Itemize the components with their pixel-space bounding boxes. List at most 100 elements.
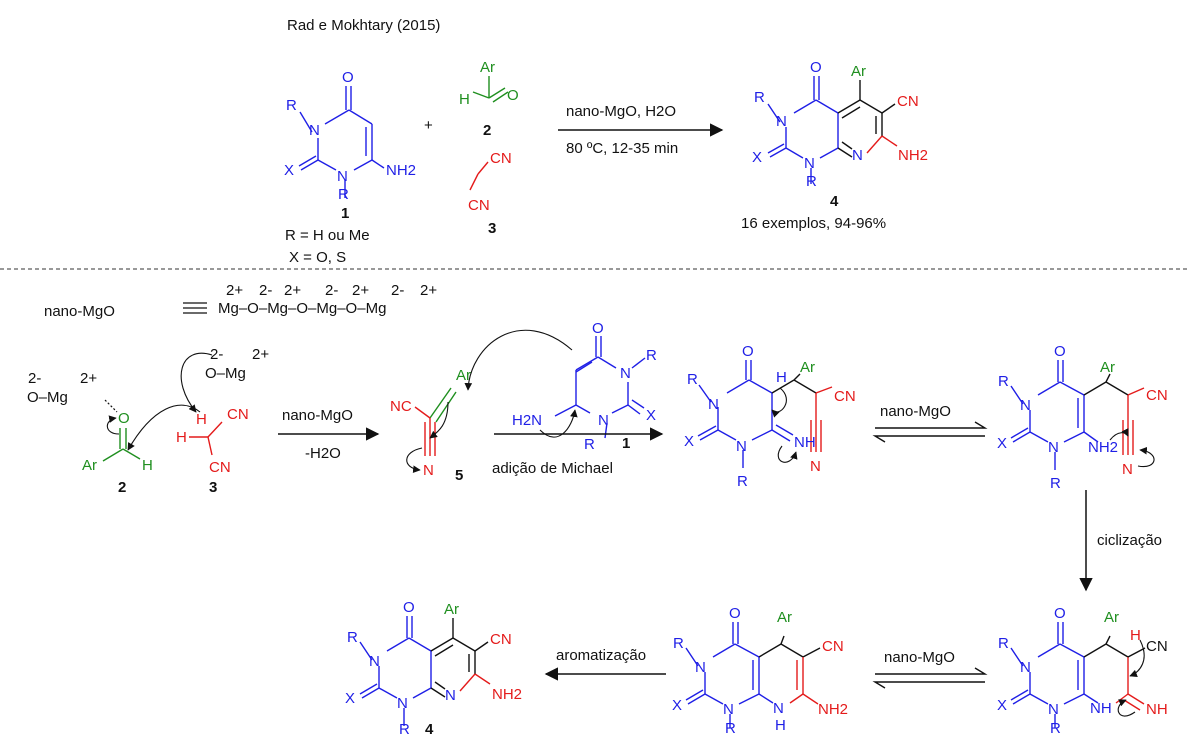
mg-charge: 2+ <box>252 346 269 363</box>
atom-cn: CN <box>490 631 512 648</box>
atom-ar: Ar <box>82 457 97 474</box>
atom-ar: Ar <box>1104 609 1119 626</box>
compound-label-4: 4 <box>425 721 434 738</box>
atom-n: N <box>309 122 320 139</box>
atom-r: R <box>673 635 684 652</box>
atom-h: H <box>459 91 470 108</box>
atom-r: R <box>399 721 410 738</box>
scheme-title: Rad e Mokhtary (2015) <box>287 17 440 34</box>
atom-x: X <box>345 690 355 707</box>
atom-x: X <box>997 435 1007 452</box>
atom-h: H <box>1130 627 1141 644</box>
atom-ar: Ar <box>851 63 866 80</box>
atom-ar: Ar <box>444 601 459 618</box>
compound-label-2: 2 <box>118 479 126 496</box>
atom-nh: NH <box>1146 701 1168 718</box>
atom-n: N <box>1122 461 1133 478</box>
compound-4-bottom: O Ar CN R N X N N NH2 R 4 <box>345 599 522 738</box>
conditions-michael: adição de Michael <box>492 460 613 477</box>
atom-n: N <box>804 155 815 172</box>
atom-r: R <box>286 97 297 114</box>
atom-n: N <box>810 458 821 475</box>
mg-charge: 2+ <box>284 282 301 299</box>
conditions-step1-below: -H2O <box>305 445 341 462</box>
atom-x: X <box>752 149 762 166</box>
atom-n: N <box>445 687 456 704</box>
activated-aldehyde: 2- 2+ O–Mg O Ar H 2 <box>27 370 153 496</box>
atom-n: N <box>852 147 863 164</box>
atom-ar: Ar <box>480 59 495 76</box>
atom-x: X <box>684 433 694 450</box>
atom-n: N <box>620 365 631 382</box>
atom-cn: CN <box>1146 387 1168 404</box>
conditions-aromatization: aromatização <box>556 647 646 664</box>
atom-n: N <box>337 168 348 185</box>
x-definition: X = O, S <box>289 249 346 266</box>
atom-r: R <box>338 186 349 203</box>
equilibrium-arrow-2 <box>872 667 988 689</box>
compound-3-top: CN CN 3 <box>468 150 512 237</box>
atom-ar: Ar <box>1100 359 1115 376</box>
compound-label-2: 2 <box>483 122 491 139</box>
mg-charge: 2+ <box>226 282 243 299</box>
atom-cn: CN <box>490 150 512 167</box>
conditions-top-below: 80 ºC, 12-35 min <box>566 140 678 157</box>
catalyst-chain: Mg–O–Mg–O–Mg–O–Mg <box>218 300 386 317</box>
atom-nh2: NH2 <box>898 147 928 164</box>
conditions-eq-2: nano-MgO <box>884 649 955 666</box>
atom-cn: CN <box>822 638 844 655</box>
o-charge: 2- <box>325 282 338 299</box>
compound-3-mech: H H CN CN 3 <box>127 404 249 496</box>
atom-r: R <box>347 629 358 646</box>
atom-nc: NC <box>390 398 412 415</box>
atom-o: O <box>403 599 415 616</box>
atom-nh2: NH2 <box>818 701 848 718</box>
atom-n: N <box>776 113 787 130</box>
atom-cn: CN <box>468 197 490 214</box>
atom-cn: CN <box>834 388 856 405</box>
atom-nh2: NH2 <box>492 686 522 703</box>
compound-label-4: 4 <box>830 193 839 210</box>
compound-2-top: Ar H O 2 <box>459 59 519 139</box>
o-charge: 2- <box>210 346 223 363</box>
compound-label-5: 5 <box>455 467 463 484</box>
mg-charge: 2+ <box>80 370 97 387</box>
atom-n: N <box>1048 439 1059 456</box>
o-charge: 2- <box>391 282 404 299</box>
michael-adduct: O H Ar CN R N X N NH R N <box>684 343 856 490</box>
equilibrium-arrow-1 <box>872 421 988 443</box>
atom-o: O <box>1054 343 1066 360</box>
conditions-step1-above: nano-MgO <box>282 407 353 424</box>
cyclized-imine: O Ar H CN R N X N NH NH R <box>997 605 1168 737</box>
mg-charge: 2+ <box>352 282 369 299</box>
atom-n: N <box>695 659 706 676</box>
compound-label-3: 3 <box>488 220 496 237</box>
catalyst-fragment: O–Mg <box>205 365 246 382</box>
atom-h: H <box>776 369 787 386</box>
atom-n: N <box>736 438 747 455</box>
atom-n: N <box>369 653 380 670</box>
compound-5: Ar NC N 5 <box>390 367 471 484</box>
atom-r: R <box>998 635 1009 652</box>
atom-o: O <box>592 320 604 337</box>
plus-sign: + <box>424 117 433 134</box>
catalyst-fragment: O–Mg <box>27 389 68 406</box>
yield-note: 16 exemplos, 94-96% <box>741 215 886 232</box>
atom-r: R <box>725 720 736 737</box>
atom-o: O <box>342 69 354 86</box>
compound-label-1: 1 <box>622 435 630 452</box>
atom-cn: CN <box>227 406 249 423</box>
o-charge: 2- <box>28 370 41 387</box>
atom-nh: NH <box>794 434 816 451</box>
atom-cn: CN <box>897 93 919 110</box>
atom-n: N <box>1020 659 1031 676</box>
atom-n: N <box>708 396 719 413</box>
atom-n: N <box>773 700 784 717</box>
catalyst-label: nano-MgO <box>44 303 115 320</box>
atom-h2n: H2N <box>512 412 542 429</box>
atom-ar: Ar <box>777 609 792 626</box>
atom-ar: Ar <box>800 359 815 376</box>
atom-r: R <box>754 89 765 106</box>
atom-nh2: NH2 <box>386 162 416 179</box>
atom-h: H <box>176 429 187 446</box>
